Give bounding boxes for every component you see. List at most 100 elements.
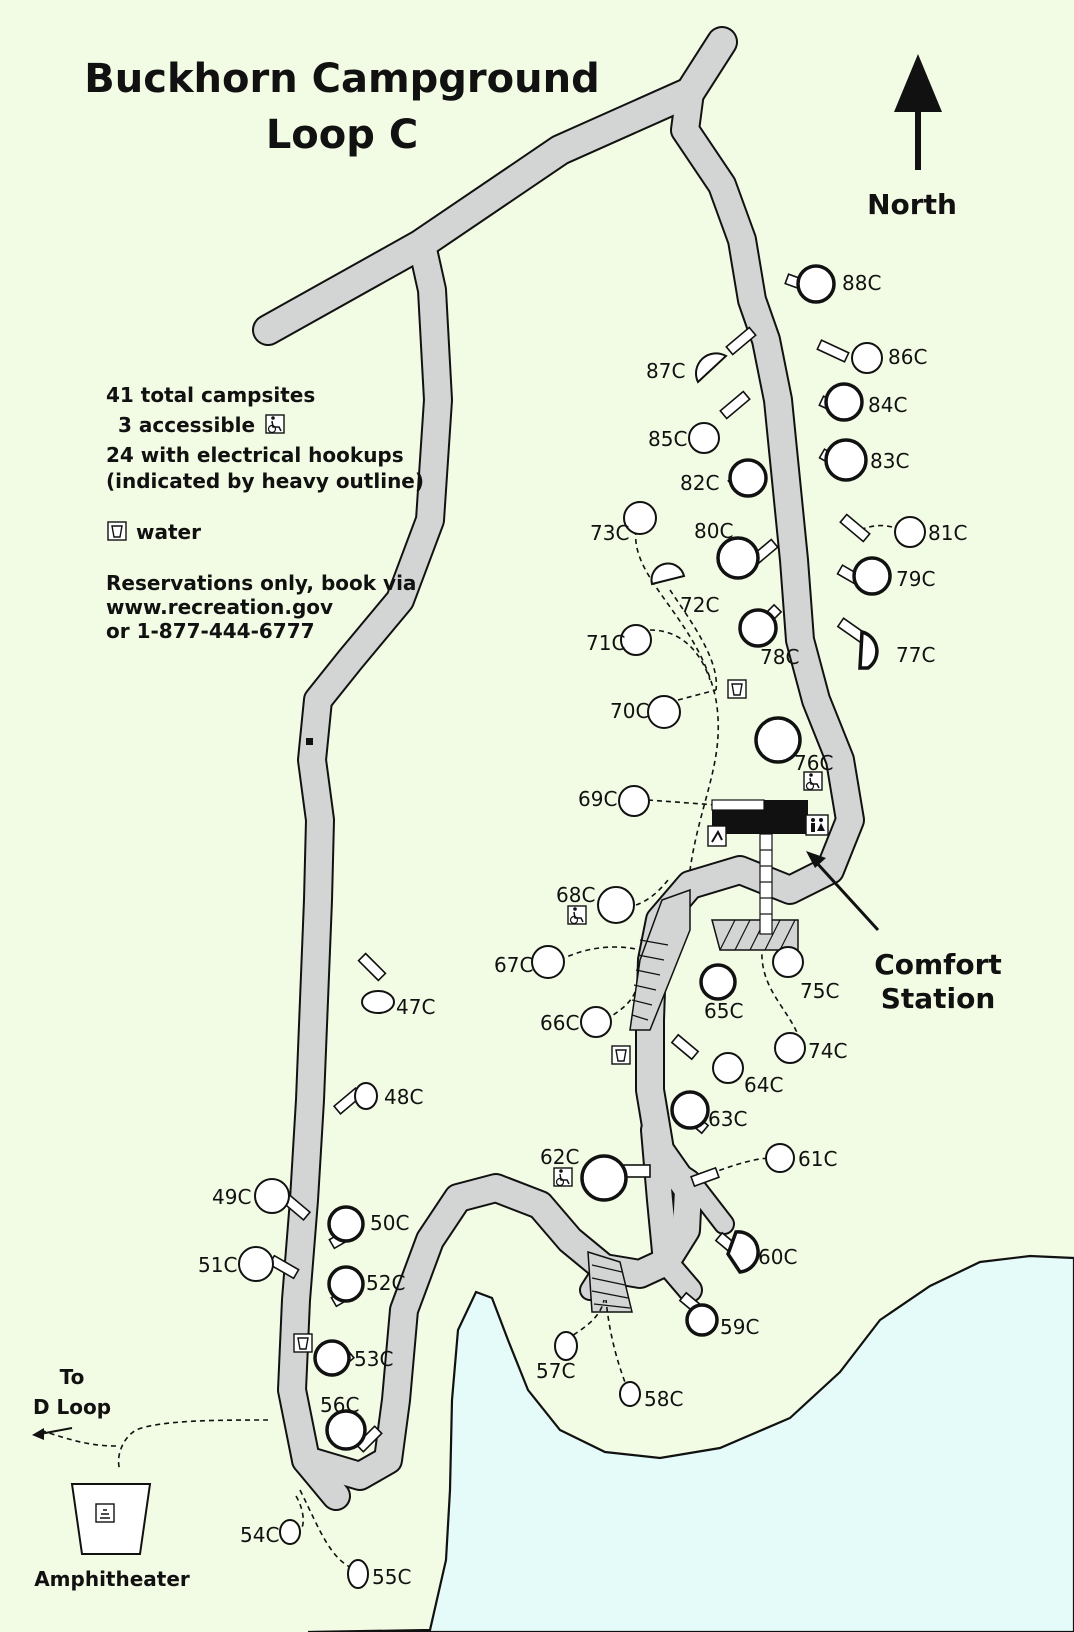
campsite-label-51C: 51C	[198, 1253, 237, 1277]
legend-accessible: 3 accessible	[118, 413, 255, 437]
campsite-label-58C: 58C	[644, 1387, 683, 1411]
pad-47C	[361, 990, 395, 1014]
accessible-icon	[567, 905, 587, 925]
water-icon	[727, 679, 747, 699]
pad-62C	[580, 1154, 628, 1202]
campsite-label-48C: 48C	[384, 1085, 423, 1109]
pad-87C	[695, 352, 728, 384]
pad-71C	[620, 624, 652, 656]
to-d-loop-label-2: D Loop	[33, 1395, 111, 1419]
campsite-label-53C: 53C	[354, 1347, 393, 1371]
parking-area	[629, 888, 691, 1031]
campsite-label-65C: 65C	[704, 999, 743, 1023]
campsite-label-59C: 59C	[720, 1315, 759, 1339]
dump-station-icon	[707, 825, 727, 847]
pad-73C	[623, 501, 657, 535]
pad-65C	[699, 963, 737, 1001]
pad-48C	[354, 1082, 378, 1110]
pad-55C	[347, 1559, 369, 1589]
pad-85C	[688, 422, 720, 454]
campsite-label-61C: 61C	[798, 1147, 837, 1171]
accessible-icon	[265, 414, 285, 434]
pad-72C	[650, 562, 686, 586]
road-marker	[306, 738, 313, 745]
pad-79C	[852, 556, 892, 596]
campsite-label-85C: 85C	[648, 427, 687, 451]
campsite-labels: 88C 86C 87C 84C 85C 83C 82C 81C 80C 73C …	[198, 271, 967, 1589]
comfort-station-label-2: Station	[881, 982, 996, 1015]
amphitheater-label: Amphitheater	[34, 1567, 190, 1591]
pad-51C	[238, 1246, 274, 1282]
legend-water: water	[136, 520, 201, 544]
pad-66C	[580, 1006, 612, 1038]
campsite-label-84C: 84C	[868, 393, 907, 417]
pad-57C	[554, 1331, 578, 1361]
pad-64C	[712, 1052, 744, 1084]
comfort-station-label-1: Comfort	[874, 948, 1002, 981]
water-icon	[293, 1333, 313, 1353]
campsite-label-76C: 76C	[794, 751, 833, 775]
pad-53C	[313, 1339, 351, 1377]
campsite-label-83C: 83C	[870, 449, 909, 473]
road-network	[252, 26, 865, 1511]
campsite-label-78C: 78C	[760, 645, 799, 669]
amphitheater	[70, 1483, 152, 1555]
pad-56C	[325, 1409, 367, 1451]
to-d-loop-label-1: To	[60, 1365, 85, 1389]
campsite-label-71C: 71C	[586, 631, 625, 655]
campsite-label-60C: 60C	[758, 1245, 797, 1269]
campsite-label-72C: 72C	[680, 593, 719, 617]
pad-88C	[796, 264, 836, 304]
legend-total: 41 total campsites	[106, 383, 315, 407]
legend-reservations-3: or 1-877-444-6777	[106, 619, 315, 643]
pad-83C	[824, 438, 868, 482]
pad-50C	[327, 1205, 365, 1243]
pad-52C	[327, 1265, 365, 1303]
legend-reservations-1: Reservations only, book via	[106, 571, 416, 595]
campsite-label-74C: 74C	[808, 1039, 847, 1063]
pad-70C	[647, 695, 681, 729]
pad-81C	[894, 516, 926, 548]
pad-77C	[858, 629, 879, 670]
campsite-label-52C: 52C	[366, 1271, 405, 1295]
pad-76C	[754, 716, 802, 764]
campsite-label-50C: 50C	[370, 1211, 409, 1235]
campsite-label-62C: 62C	[540, 1145, 579, 1169]
campsite-label-87C: 87C	[646, 359, 685, 383]
pad-49C	[254, 1178, 290, 1214]
pad-67C	[531, 945, 565, 979]
campsite-label-75C: 75C	[800, 979, 839, 1003]
campsite-label-77C: 77C	[896, 643, 935, 667]
campsite-label-68C: 68C	[556, 883, 595, 907]
campsite-label-47C: 47C	[396, 995, 435, 1019]
campsite-label-67C: 67C	[494, 953, 533, 977]
pad-84C	[824, 382, 864, 422]
pad-60C	[726, 1230, 760, 1274]
pad-68C	[597, 886, 635, 924]
to-d-loop-arrow	[32, 1427, 73, 1440]
pad-58C	[619, 1381, 641, 1407]
pad-75C	[772, 946, 804, 978]
campsite-label-81C: 81C	[928, 521, 967, 545]
legend: 41 total campsites 3 accessible 24 with …	[106, 383, 424, 643]
pad-82C	[728, 458, 768, 498]
comfort-station-arrow	[806, 851, 880, 932]
restroom-icon	[805, 814, 829, 836]
pad-61C	[765, 1143, 795, 1173]
map-title-line1: Buckhorn Campground	[84, 56, 599, 102]
campsite-label-63C: 63C	[708, 1107, 747, 1131]
campsite-label-49C: 49C	[212, 1185, 251, 1209]
comfort-station-building	[711, 799, 808, 935]
amphitheater-icon	[95, 1503, 115, 1523]
legend-electrical-note: (indicated by heavy outline)	[106, 469, 424, 493]
north-arrow-icon	[894, 54, 942, 170]
accessible-icon	[803, 771, 823, 791]
campsite-label-73C: 73C	[590, 521, 629, 545]
pad-59C	[685, 1303, 719, 1337]
campsite-label-55C: 55C	[372, 1565, 411, 1589]
campsite-label-69C: 69C	[578, 787, 617, 811]
campsite-label-66C: 66C	[540, 1011, 579, 1035]
map-title-line2: Loop C	[266, 112, 418, 158]
water-icon	[611, 1045, 631, 1065]
